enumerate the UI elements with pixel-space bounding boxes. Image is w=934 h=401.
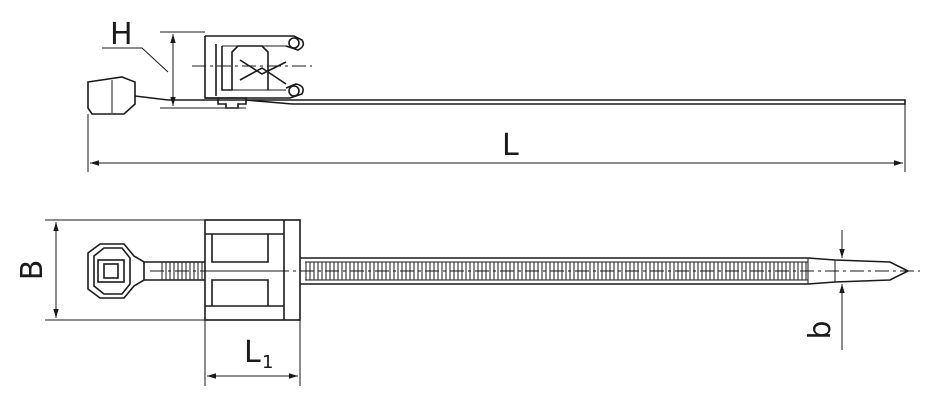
dimension-b-strap: b [803,230,845,350]
dimension-h: H [102,17,246,109]
side-view: H L [87,17,906,172]
label-h: H [110,17,133,52]
side-head [87,76,136,115]
label-b-strap: b [803,320,838,339]
label-b: B [15,260,50,281]
top-clip [204,219,301,321]
dimension-l: L [87,104,906,172]
side-strap [168,99,906,105]
label-l1-subscript: 1 [262,352,273,373]
dimension-b-width: B [15,219,205,321]
dimension-l1: L 1 [204,320,301,386]
label-l: L [502,128,519,163]
label-l1: L [244,335,261,370]
top-view: B L 1 b [15,219,920,386]
top-head [87,243,145,299]
